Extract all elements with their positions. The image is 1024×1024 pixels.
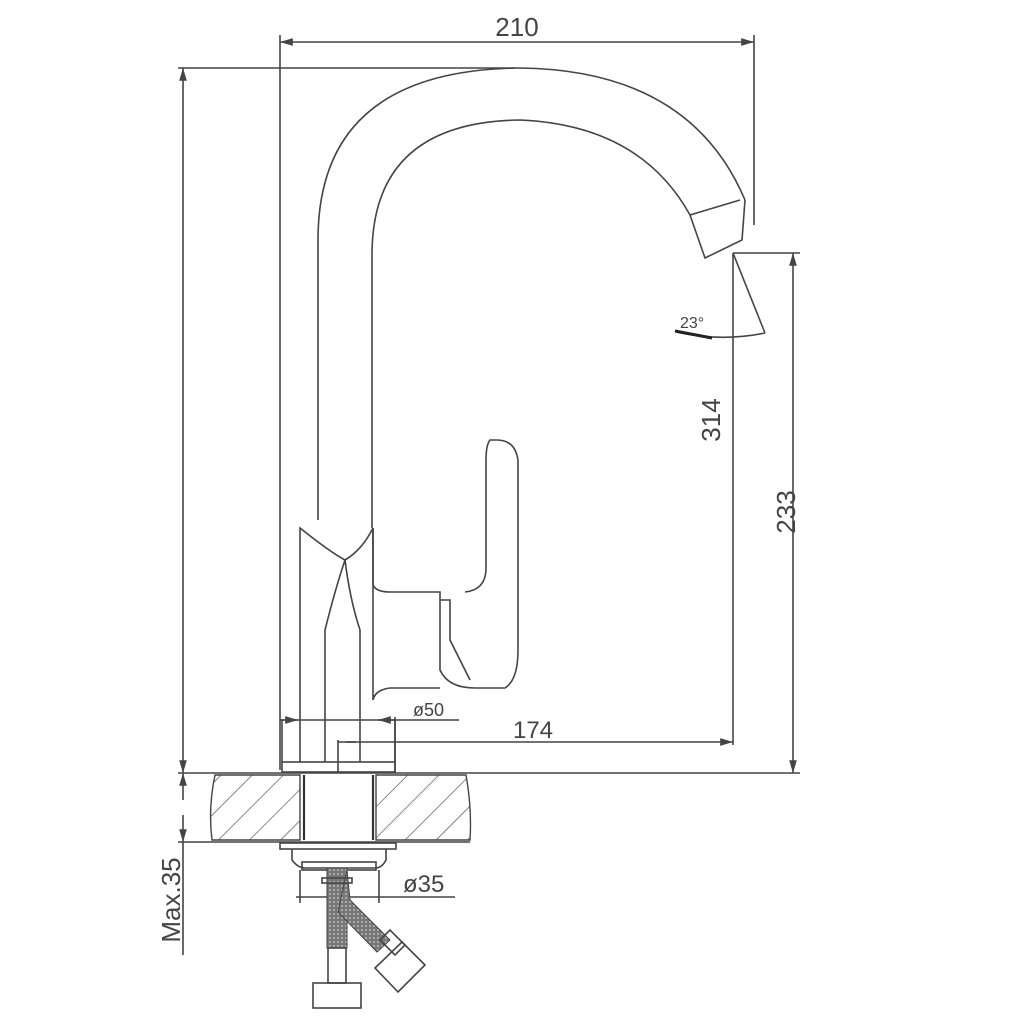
dimension-height-label: 314 xyxy=(696,398,726,441)
dimension-angle xyxy=(674,252,766,340)
dimension-spout-height-label: 233 xyxy=(771,490,801,533)
dimension-spout-height xyxy=(732,252,800,773)
dimension-hole-diameter-label: ø35 xyxy=(403,871,444,898)
faucet-handle xyxy=(372,439,519,689)
dimension-width-label: 210 xyxy=(495,12,538,42)
dimension-height xyxy=(178,67,515,773)
dimension-base-diameter-label: ø50 xyxy=(413,700,444,720)
faucet-body xyxy=(281,526,440,773)
countertop-section xyxy=(178,772,800,843)
dimension-reach xyxy=(337,738,733,773)
faucet-spout xyxy=(317,67,746,528)
dimension-width xyxy=(279,35,755,770)
dimension-base-diameter xyxy=(280,716,459,773)
dimension-counter-thickness-label: Max.35 xyxy=(156,857,186,942)
dimension-reach-label: 174 xyxy=(513,717,553,744)
supply-hoses xyxy=(312,867,427,1009)
dimension-angle-label: 23° xyxy=(680,315,704,332)
